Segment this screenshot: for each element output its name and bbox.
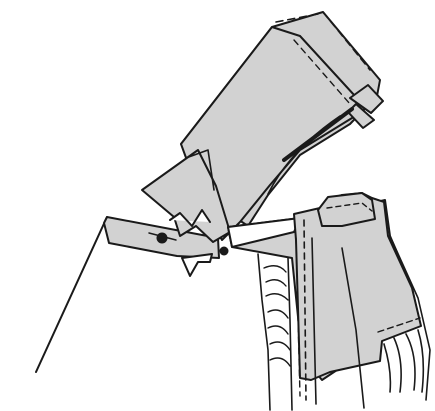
collar-band [318, 193, 375, 226]
right-sleeve-folds [384, 330, 423, 392]
left-garment-outline [36, 217, 107, 372]
right-pin-dot [220, 247, 229, 256]
notch-lower [182, 254, 212, 276]
fabric-pieces [36, 12, 430, 410]
left-pin-dot [157, 233, 168, 244]
